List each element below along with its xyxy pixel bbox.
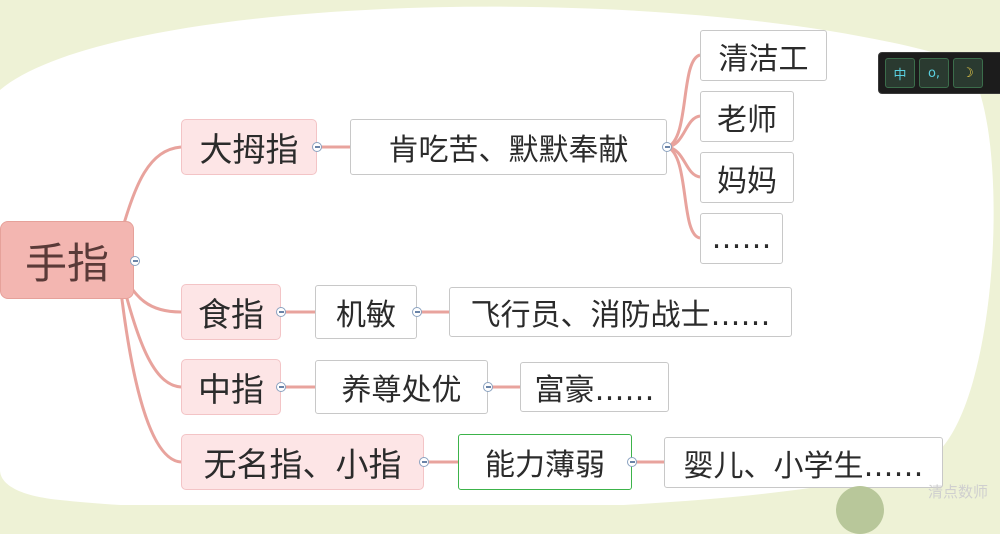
ime-punct-button[interactable]: o, xyxy=(919,58,949,88)
root-node[interactable]: 手指 xyxy=(0,221,134,299)
branch-index-collapse-toggle[interactable] xyxy=(276,307,286,317)
watermark-text: 清点数师 xyxy=(928,483,989,501)
avatar xyxy=(836,486,884,534)
example-index-0[interactable]: 飞行员、消防战士…… xyxy=(449,287,792,337)
branch-middle-collapse-toggle[interactable] xyxy=(276,382,286,392)
branch-thumb[interactable]: 大拇指 xyxy=(181,119,317,175)
trait-ring-little-collapse-toggle[interactable] xyxy=(627,457,637,467)
trait-index-collapse-toggle[interactable] xyxy=(412,307,422,317)
trait-middle-collapse-toggle[interactable] xyxy=(483,382,493,392)
branch-middle[interactable]: 中指 xyxy=(181,359,281,415)
trait-middle[interactable]: 养尊处优 xyxy=(315,360,488,414)
root-collapse-toggle[interactable] xyxy=(130,256,140,266)
example-thumb-1[interactable]: 老师 xyxy=(700,91,794,142)
example-thumb-2[interactable]: 妈妈 xyxy=(700,152,794,203)
trait-index[interactable]: 机敏 xyxy=(315,285,417,339)
branch-thumb-collapse-toggle[interactable] xyxy=(312,142,322,152)
example-middle-0[interactable]: 富豪…… xyxy=(520,362,669,412)
mindmap-canvas xyxy=(0,6,994,505)
example-thumb-3[interactable]: …… xyxy=(700,213,783,264)
trait-ring-little[interactable]: 能力薄弱 xyxy=(458,434,632,490)
moon-icon[interactable]: ☽ xyxy=(953,58,983,88)
branch-ring-little-collapse-toggle[interactable] xyxy=(419,457,429,467)
trait-thumb[interactable]: 肯吃苦、默默奉献 xyxy=(350,119,667,175)
branch-ring-little[interactable]: 无名指、小指 xyxy=(181,434,424,490)
trait-thumb-collapse-toggle[interactable] xyxy=(662,142,672,152)
ime-mode-button[interactable]: 中 xyxy=(885,58,915,88)
branch-index[interactable]: 食指 xyxy=(181,284,281,340)
example-thumb-0[interactable]: 清洁工 xyxy=(700,30,827,81)
ime-toolbar: 中 o, ☽ xyxy=(878,52,1000,94)
example-ring-little-0[interactable]: 婴儿、小学生…… xyxy=(664,437,943,488)
